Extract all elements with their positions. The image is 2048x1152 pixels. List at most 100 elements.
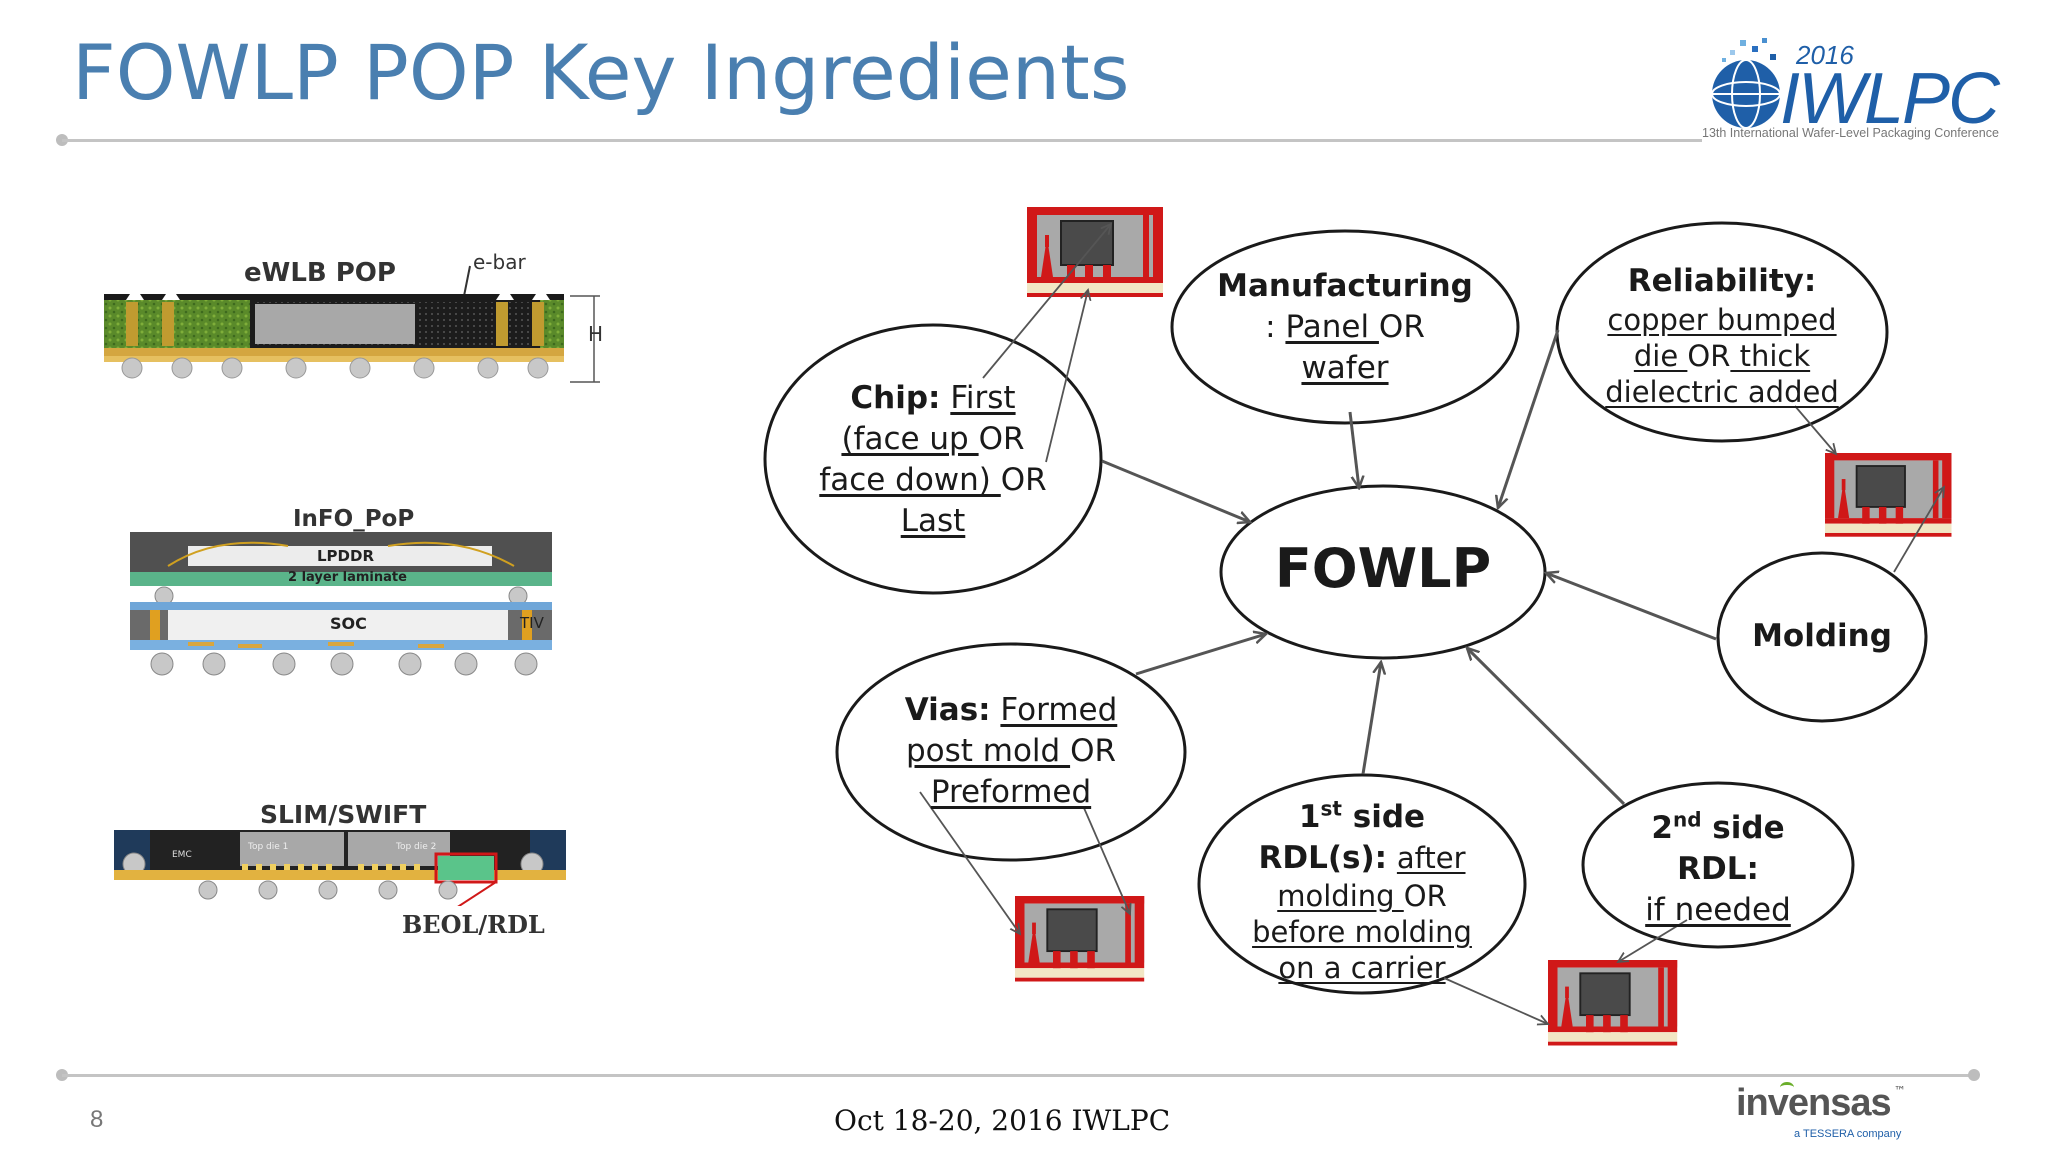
chip-ellipse: [763, 323, 1103, 595]
iwlpc-logo: 2016 IWLPC 13th International Wafer-Leve…: [1700, 14, 2020, 142]
vias-node-label: Vias:: [904, 692, 991, 728]
reliability-node-text: Reliability: copper bumped die OR thick …: [1572, 260, 1872, 410]
second-side-side: side: [1701, 810, 1785, 847]
reliability-node-label: Reliability:: [1627, 263, 1817, 299]
vias-preformed: Preformed: [930, 774, 1092, 810]
pointer-first-side: [1443, 977, 1548, 1024]
iwlpc-year: 2016: [1796, 40, 1854, 70]
molding-node-text: Molding: [1722, 616, 1922, 657]
soc-label: SOC: [330, 614, 367, 633]
iwlpc-name: IWLPC: [1780, 59, 2000, 139]
bottom-rule: [62, 1074, 1970, 1077]
invensas-accent-icon: [1780, 1082, 1794, 1093]
vias-ellipse: [835, 642, 1187, 862]
second-side-node-text: 2nd side RDL: if needed: [1598, 800, 1838, 931]
info-pop-title: InFO_PoP: [293, 506, 415, 532]
first-side-rdl: RDL(s):: [1258, 840, 1388, 877]
first-side-or: OR: [1403, 879, 1447, 914]
vias-or: OR: [1070, 733, 1117, 769]
ebar-label: e-bar: [473, 250, 526, 274]
reliability-thick: thick: [1730, 339, 1811, 373]
invensas-tm: ™: [1894, 1084, 1906, 1098]
lpddr-label: LPDDR: [317, 547, 375, 565]
top-die-2-label: Top die 2: [396, 842, 437, 852]
reliability-die: die: [1633, 339, 1688, 373]
package-icon-rdl: [1547, 959, 1679, 1047]
first-side-side: side: [1341, 799, 1426, 836]
first-side-molding: molding: [1277, 879, 1404, 914]
first-side-before: before molding: [1252, 915, 1472, 950]
arrow-second-side-to-fowlp: [1467, 648, 1626, 806]
manufacturing-node-label: Manufacturing: [1217, 268, 1473, 304]
ewlb-pop-title: eWLB POP: [244, 258, 396, 288]
fowlp-center-label: FOWLP: [1274, 537, 1492, 600]
second-side-ellipse: [1581, 781, 1855, 949]
page-number: 8: [90, 1106, 104, 1133]
chip-face-down: face down): [819, 462, 1001, 498]
vias-node-text: Vias: Formed post mold OR Preformed: [861, 690, 1161, 813]
vias-post-mold: post mold: [905, 733, 1071, 769]
chip-last: Last: [900, 503, 966, 539]
first-side-ellipse: [1197, 773, 1527, 995]
manufacturing-panel: Panel: [1285, 309, 1379, 345]
pointer-second-side: [1618, 919, 1688, 962]
arrow-molding-to-fowlp: [1546, 573, 1717, 641]
arrow-vias-to-fowlp: [1135, 634, 1266, 676]
first-side-after: after: [1396, 841, 1466, 876]
second-side-superscript: nd: [1672, 808, 1702, 832]
first-side-node-text: 1st side RDL(s): after molding OR before…: [1212, 788, 1512, 986]
height-label: H: [588, 322, 604, 346]
manufacturing-or: OR: [1378, 309, 1425, 345]
first-side-number: 1: [1298, 799, 1321, 836]
footer-date: Oct 18-20, 2016 IWLPC: [834, 1104, 1171, 1137]
reliability-line-3: dielectric added: [1605, 375, 1839, 409]
arrow-first-side-to-fowlp: [1361, 662, 1381, 775]
invensas-logo: invensas ™ a TESSERA company: [1736, 1082, 1936, 1144]
molding-ellipse: [1716, 551, 1928, 723]
package-icon-molding: [1824, 452, 1953, 538]
slim-swift-title: SLIM/SWIFT: [260, 800, 427, 829]
package-icon-vias: [1014, 895, 1146, 983]
iwlpc-subtitle: 13th International Wafer-Level Packaging…: [1702, 126, 1999, 140]
chip-first: First: [950, 380, 1016, 416]
pointer-reliability: [1794, 405, 1836, 454]
reliability-line-1: copper bumped: [1607, 303, 1837, 337]
arrow-chip-to-fowlp: [1101, 459, 1250, 522]
slim-swift-figure: [114, 830, 566, 906]
slide-title: FOWLP POP Key Ingredients: [72, 28, 1130, 117]
pointer-molding: [1893, 487, 1944, 573]
package-icon-chip: [1026, 206, 1164, 298]
manufacturing-node-text: Manufacturing : Panel OR wafer: [1190, 266, 1500, 389]
invensas-tagline: a TESSERA company: [1794, 1128, 1902, 1140]
arrow-manufacturing-to-fowlp: [1348, 411, 1359, 488]
tiv-label: TIV: [520, 614, 544, 632]
chip-or-1: OR: [978, 421, 1025, 457]
chip-node-label: Chip:: [850, 380, 941, 416]
pointer-chip-last: [1045, 290, 1088, 463]
top-rule: [62, 139, 1702, 142]
manufacturing-wafer: wafer: [1301, 350, 1389, 386]
second-side-number: 2: [1651, 810, 1673, 847]
second-side-needed: if needed: [1645, 892, 1791, 929]
vias-formed: Formed: [1000, 692, 1118, 728]
top-die-1-label: Top die 1: [248, 842, 289, 852]
beol-rdl-label: BEOL/RDL: [402, 910, 545, 939]
reliability-or: OR: [1687, 339, 1731, 373]
emc-label: EMC: [172, 850, 192, 860]
manufacturing-colon: :: [1265, 309, 1286, 345]
invensas-name: invensas: [1736, 1082, 1892, 1124]
info-pop-figure: [130, 532, 552, 676]
first-side-superscript: st: [1320, 797, 1342, 821]
chip-or-2: OR: [1000, 462, 1047, 498]
laminate-label: 2 layer laminate: [288, 570, 407, 585]
chip-node-text: Chip: First (face up OR face down) OR La…: [793, 378, 1073, 542]
chip-face-up: (face up: [841, 421, 979, 457]
pointer-chip-first: [982, 224, 1111, 379]
arrow-reliability-to-fowlp: [1498, 329, 1560, 508]
molding-node-label: Molding: [1752, 618, 1892, 654]
ewlb-pop-figure: [104, 265, 600, 383]
first-side-carrier: on a carrier: [1278, 951, 1446, 986]
globe-icon: [1711, 38, 1781, 129]
pointer-vias-post-mold: [919, 791, 1020, 934]
